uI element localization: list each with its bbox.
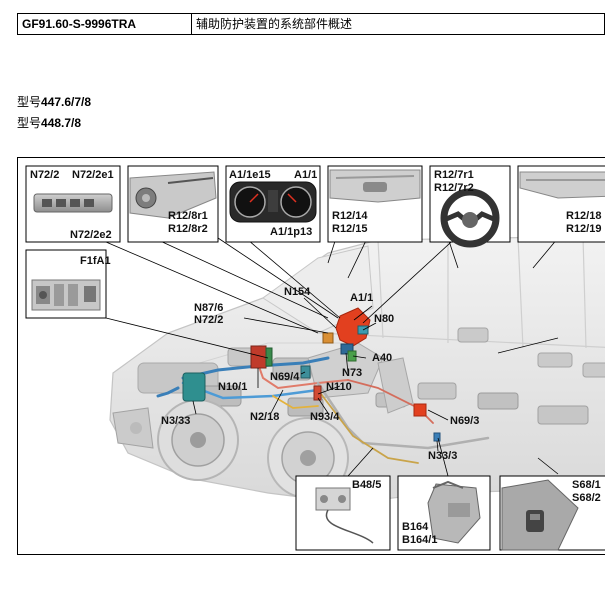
- inset-r12-14: R12/14 R12/15: [327, 165, 423, 243]
- model-prefix: 型号: [17, 95, 42, 109]
- label-r12-7r1: R12/7r1: [434, 169, 474, 181]
- inset-a1-1: A1/1e15 A1/1 A1/1p13: [225, 165, 321, 243]
- label-n72-2: N72/2: [30, 169, 59, 181]
- label-r12-7r2: R12/7r2: [434, 182, 474, 194]
- inset-r12-7: R12/7r1 R12/7r2: [429, 165, 511, 248]
- n154-module: [322, 332, 334, 344]
- label-s68-2: S68/2: [572, 492, 601, 504]
- label-n80: N80: [374, 313, 394, 325]
- label-a1-1: A1/1: [350, 292, 373, 304]
- label-a40: A40: [372, 352, 392, 364]
- label-n87-6: N87/6: [194, 302, 223, 314]
- label-r12-19: R12/19: [566, 223, 601, 235]
- main-labels: N154 A1/1 N87/6 N72/2 N80 A40 N73 N69/4 …: [161, 286, 479, 462]
- n33-3-sensor: [433, 432, 441, 442]
- inset-n72-2: N72/2 N72/2e1 N72/2e2: [25, 165, 121, 243]
- label-n93-4: N93/4: [310, 411, 340, 423]
- label-n72-2e2: N72/2e2: [70, 229, 112, 241]
- label-r12-14: R12/14: [332, 210, 368, 222]
- inset-b164: B164 B164/1: [397, 475, 491, 551]
- n69-3-module: [413, 403, 427, 417]
- label-n72-2-main: N72/2: [194, 314, 223, 326]
- n3-33-module: [182, 372, 206, 402]
- model-value: 448.7/8: [41, 116, 82, 130]
- n10-1-module-side: [265, 347, 273, 367]
- vehicle-illustration: [109, 235, 605, 504]
- label-a1-1p13: A1/1p13: [270, 226, 312, 238]
- label-n110: N110: [326, 381, 352, 393]
- label-b48-5: B48/5: [352, 479, 381, 491]
- label-s68-1: S68/1: [572, 479, 601, 491]
- inset-f1fa1: F1fA1: [25, 249, 111, 319]
- model-line-1: 型号447.6/7/8: [17, 93, 91, 110]
- document-title: 辅助防护装置的系统部件概述: [196, 17, 353, 31]
- label-n33-3: N33/3: [428, 450, 457, 462]
- inset-r12-8: R12/8r1 R12/8r2: [127, 165, 219, 243]
- label-n72-2e1: N72/2e1: [72, 169, 114, 181]
- inset-s68: S68/1 S68/2: [499, 475, 605, 551]
- label-a1-1-inset: A1/1: [294, 169, 317, 181]
- label-r12-8r1: R12/8r1: [168, 210, 208, 222]
- label-b164: B164: [402, 521, 429, 533]
- inset-b48-5: B48/5: [295, 475, 391, 551]
- label-n10-1: N10/1: [218, 381, 247, 393]
- label-a1-1e15: A1/1e15: [229, 169, 271, 181]
- inset-r12-18: R12/18 R12/19: [517, 165, 605, 243]
- a40-module: [347, 350, 357, 362]
- label-r12-8r2: R12/8r2: [168, 223, 208, 235]
- label-n73: N73: [342, 367, 362, 379]
- n69-4-module: [300, 365, 311, 379]
- label-n69-3: N69/3: [450, 415, 479, 427]
- label-r12-15: R12/15: [332, 223, 367, 235]
- label-n69-4: N69/4: [270, 371, 300, 383]
- n73-module: [340, 343, 354, 355]
- label-n2-18: N2/18: [250, 411, 279, 423]
- label-n3-33: N3/33: [161, 415, 190, 427]
- label-b164-1: B164/1: [402, 534, 437, 546]
- label-r12-18: R12/18: [566, 210, 601, 222]
- component-diagram: N72/2 N72/2e1 N72/2e2 R12/8r1 R12/8r2 A1…: [17, 157, 605, 555]
- label-f1fa1: F1fA1: [80, 255, 111, 267]
- model-value: 447.6/7/8: [41, 95, 92, 109]
- document-code: GF91.60-S-9996TRA: [18, 14, 192, 34]
- model-line-2: 型号448.7/8: [17, 114, 81, 131]
- header-table: GF91.60-S-9996TRA 辅助防护装置的系统部件概述: [17, 13, 605, 35]
- label-n154: N154: [284, 286, 311, 298]
- model-prefix: 型号: [17, 116, 42, 130]
- a1-1-airbag-module: [335, 307, 371, 347]
